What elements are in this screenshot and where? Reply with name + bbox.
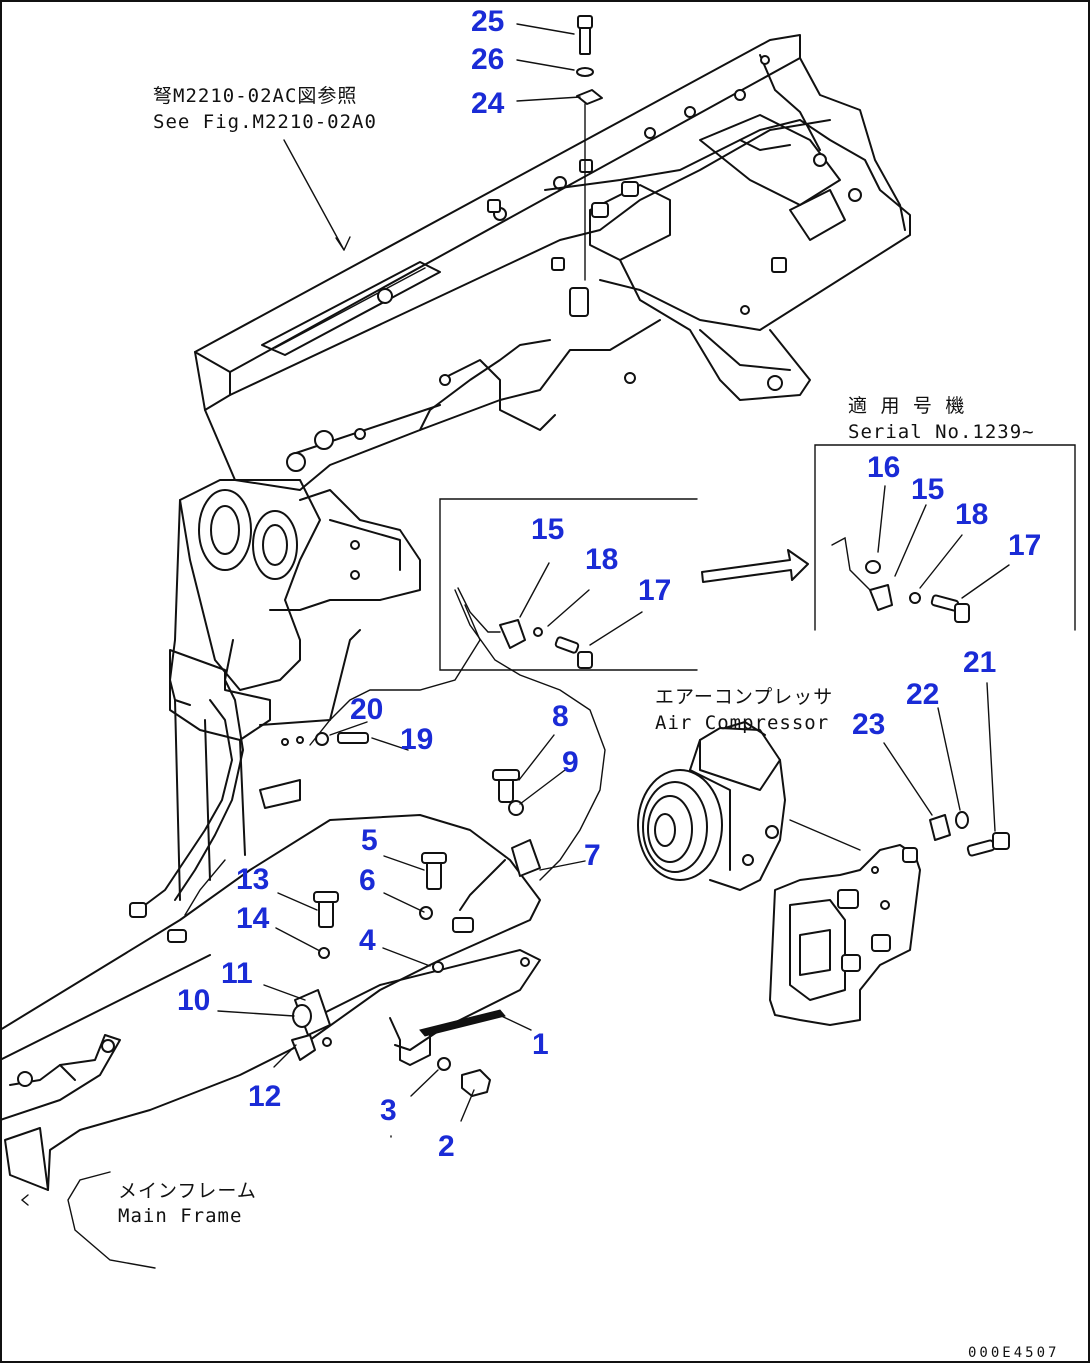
see-figure-note-jp: 弩M2210-02AC図参照 bbox=[153, 85, 357, 107]
callout-23: 23 bbox=[852, 708, 885, 741]
compressor-label-en: Air Compressor bbox=[655, 712, 829, 734]
leader-lines bbox=[217, 23, 1010, 1138]
serial-note-jp: 適 用 号 機 bbox=[848, 395, 965, 417]
callout-25: 25 bbox=[471, 5, 504, 38]
upper-frame-drawing bbox=[194, 34, 911, 491]
callout-8: 8 bbox=[552, 700, 569, 733]
callout-3: 3 bbox=[380, 1094, 397, 1127]
compressor-label-jp: エアーコンプレッサ bbox=[655, 686, 833, 708]
main-frame-leader bbox=[67, 1171, 156, 1269]
callout-7: 7 bbox=[584, 839, 601, 872]
drawing-notes: 弩M2210-02AC図参照 See Fig.M2210-02A0 適 用 号 … bbox=[118, 85, 1059, 1361]
main-frame-label-en: Main Frame bbox=[118, 1205, 242, 1227]
callout-13: 13 bbox=[236, 863, 269, 896]
callout-24: 24 bbox=[471, 87, 505, 120]
harness-drawing bbox=[184, 15, 606, 1097]
air-compressor-drawing bbox=[637, 721, 861, 891]
callout-17-right: 17 bbox=[1008, 529, 1041, 562]
callout-9: 9 bbox=[562, 746, 579, 779]
callout-14: 14 bbox=[236, 902, 270, 935]
callout-2: 2 bbox=[438, 1130, 455, 1163]
callout-4: 4 bbox=[359, 924, 376, 957]
detail-arrow bbox=[701, 549, 809, 583]
callout-10: 10 bbox=[177, 984, 210, 1017]
serial-note-en: Serial No.1239~ bbox=[848, 421, 1035, 443]
callout-12: 12 bbox=[248, 1080, 281, 1113]
callout-11: 11 bbox=[221, 957, 253, 990]
callout-18-right: 18 bbox=[955, 498, 988, 531]
main-frame-drawing bbox=[0, 479, 541, 1206]
detail-box-left bbox=[439, 498, 698, 671]
callout-6: 6 bbox=[359, 864, 376, 897]
callout-15-left: 15 bbox=[531, 513, 564, 546]
callout-18-left: 18 bbox=[585, 543, 618, 576]
callout-20: 20 bbox=[350, 693, 383, 726]
callout-17-left: 17 bbox=[638, 574, 671, 607]
callout-16: 16 bbox=[867, 451, 900, 484]
callout-15-right: 15 bbox=[911, 473, 944, 506]
drawing-code: 000E4507 bbox=[968, 1345, 1059, 1361]
detail-box-right bbox=[814, 444, 1076, 631]
callout-22: 22 bbox=[906, 678, 939, 711]
callout-labels: 25 26 24 16 15 18 17 15 18 17 21 22 23 2… bbox=[177, 5, 1041, 1163]
callout-19: 19 bbox=[400, 723, 433, 756]
see-figure-note-en: See Fig.M2210-02A0 bbox=[153, 111, 377, 133]
main-frame-label-jp: メインフレーム bbox=[118, 1180, 257, 1202]
callout-5: 5 bbox=[361, 824, 378, 857]
callout-1: 1 bbox=[532, 1028, 549, 1061]
compressor-bracket-drawing bbox=[769, 811, 1010, 1026]
callout-21: 21 bbox=[963, 646, 996, 679]
callout-26: 26 bbox=[471, 43, 504, 76]
